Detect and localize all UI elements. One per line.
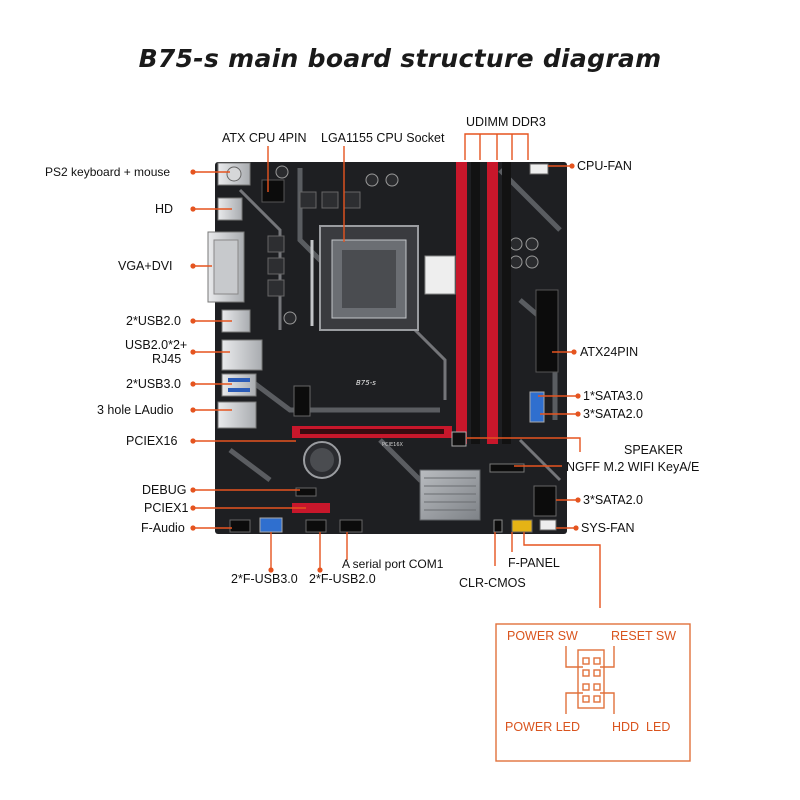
f-panel-header [511,519,533,533]
label-clr-cmos: CLR-CMOS [459,576,526,590]
label-pciex1: PCIEX1 [144,501,189,515]
label-usb20-rj45-line2: RJ45 [152,352,182,366]
sata2-ports [533,485,557,517]
atx-24pin [535,289,559,373]
label-atx24pin: ATX24PIN [580,345,639,359]
label-power-led: POWER LED [505,720,581,734]
label-debug: DEBUG [142,483,187,497]
label-ps2: PS2 keyboard + mouse [45,165,171,179]
speaker-component [451,431,467,447]
atx-cpu-4pin [261,179,285,203]
label-sata20-bottom: 3*SATA2.0 [583,493,643,507]
label-ngff: NGFF M.2 WIFI KeyA/E [566,460,700,474]
rj45-port [221,339,263,371]
usb30-ports [221,373,257,397]
leader-dots [190,163,581,573]
cpu-fan-header [529,163,549,175]
label-usb20: 2*USB2.0 [126,314,181,328]
label-hd: HD [155,202,174,216]
label-usb20-rj45-line1: USB2.0*2+ [125,338,188,352]
label-f-usb30: 2*F-USB3.0 [231,572,298,586]
front-panel-detail [495,623,691,762]
vrm-chokes [267,191,361,297]
leader-lines [193,133,601,608]
capacitors [275,165,539,325]
sys-fan-header [539,519,557,531]
f-usb30-header [259,517,283,533]
ngff-slot [489,463,525,473]
motherboard: B75-s PCIE16X [207,162,567,534]
label-com1: A serial port COM1 [342,557,444,571]
label-power-sw: POWER SW [507,629,578,643]
label-sys-fan: SYS-FAN [581,521,635,535]
label-audio: 3 hole LAudio [97,403,174,417]
label-f-usb20: 2*F-USB2.0 [309,572,376,586]
label-cpu-fan: CPU-FAN [577,159,632,173]
clr-cmos-jumper [493,519,503,533]
sticker [424,255,456,295]
pcie-silk: PCIE16X [382,442,404,448]
label-vga-dvi: VGA+DVI [118,259,173,273]
fpanel-header-outline [577,649,605,709]
audio-jacks [217,401,257,429]
debug-header [295,487,317,497]
page-title: B75-s main board structure diagram [138,44,662,73]
label-pciex16: PCIEX16 [126,434,178,448]
label-sata30: 1*SATA3.0 [583,389,643,403]
com1-header [339,519,363,533]
label-speaker: SPEAKER [624,443,684,457]
label-reset-sw: RESET SW [611,629,677,643]
board-model-silk: B75-s [356,379,376,387]
f-audio-header [229,519,251,533]
label-usb30: 2*USB3.0 [126,377,181,391]
rear-io [207,162,263,429]
dimm-slots [456,162,511,444]
pcie-x1-slot [292,503,330,513]
label-f-audio: F-Audio [141,521,185,535]
m2-slot [293,385,311,417]
f-usb20-header [305,519,327,533]
label-f-panel: F-PANEL [508,556,560,570]
label-udimm-ddr3: UDIMM DDR3 [466,115,546,129]
label-hdd-led: HDD LED [612,720,671,734]
label-sata20-top: 3*SATA2.0 [583,407,643,421]
label-atx-cpu-4pin: ATX CPU 4PIN [222,131,307,145]
pcb-graphics-light [238,188,562,482]
cpu-socket [310,225,419,331]
label-lga1155-socket: LGA1155 CPU Socket [321,131,445,145]
